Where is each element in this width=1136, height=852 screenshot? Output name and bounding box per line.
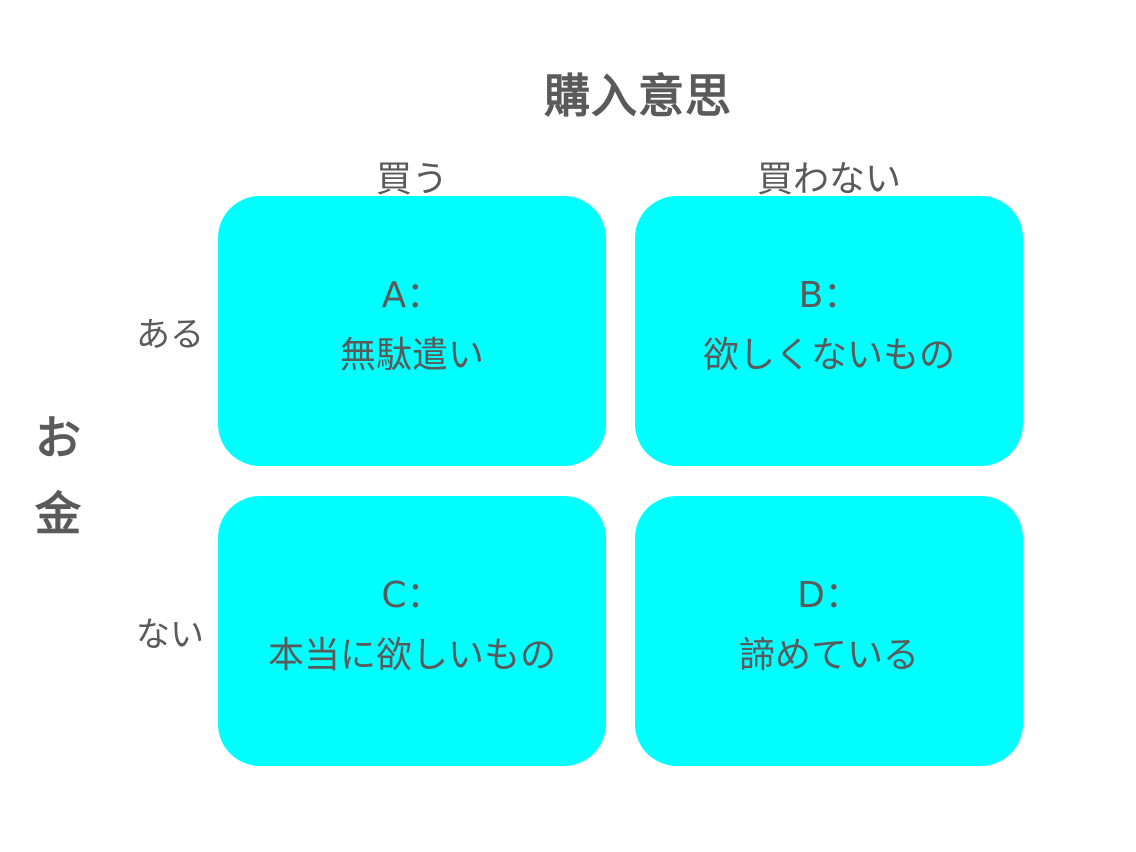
quadrant-c-id: C： xyxy=(381,575,443,616)
quadrant-d-id: D： xyxy=(797,575,861,616)
quadrant-a-id: A： xyxy=(381,275,443,316)
column-label-not-buy: 買わない xyxy=(756,159,901,200)
quadrant-a-text: 無駄遣い xyxy=(339,335,484,376)
y-axis-title: お 金 xyxy=(32,400,84,552)
y-axis-title-char-1: お xyxy=(35,411,81,465)
quadrant-a: A： 無駄遣い xyxy=(218,196,606,466)
matrix-title: 購入意思 xyxy=(544,69,732,123)
quadrant-c-text: 本当に欲しいもの xyxy=(267,635,556,676)
quadrant-b: B： 欲しくないもの xyxy=(635,196,1023,466)
y-axis-title-char-2: 金 xyxy=(35,487,81,541)
quadrant-d: D： 諦めている xyxy=(635,496,1023,766)
quadrant-c: C： 本当に欲しいもの xyxy=(218,496,606,766)
row-label-none: ない xyxy=(136,615,204,655)
quadrant-d-text: 諦めている xyxy=(738,635,919,676)
quadrant-b-id: B： xyxy=(798,275,860,316)
quadrant-b-text: 欲しくないもの xyxy=(702,335,955,376)
column-label-buy: 買う xyxy=(375,159,448,200)
row-label-have: ある xyxy=(136,315,204,355)
